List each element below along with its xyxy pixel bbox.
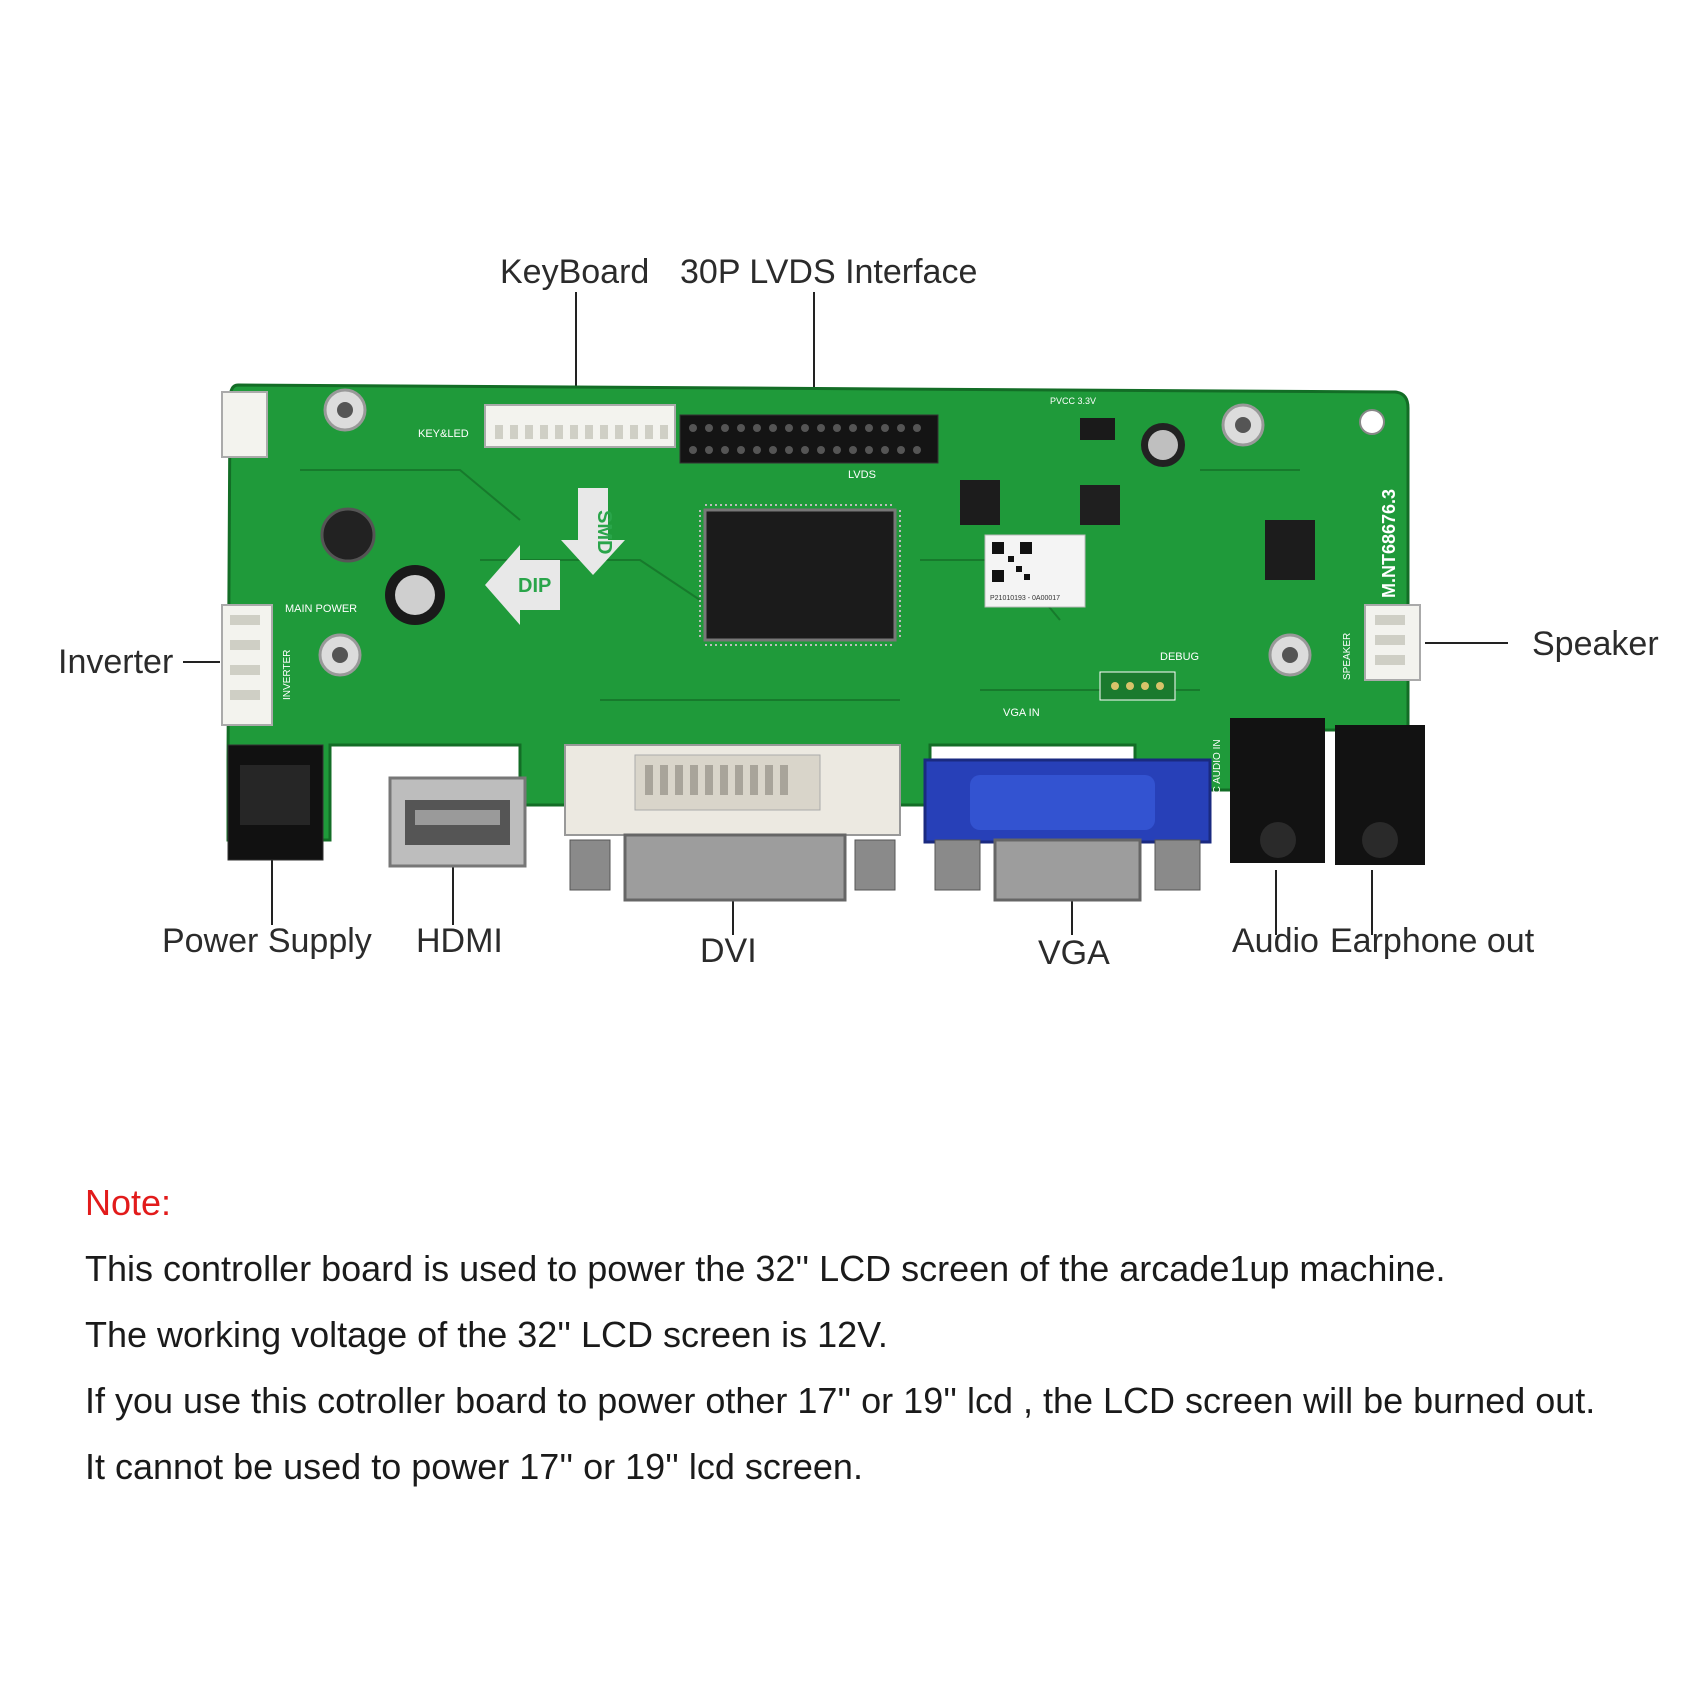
smd-arrow	[561, 488, 625, 575]
label-dvi: DVI	[700, 932, 757, 970]
note-block: Note: This controller board is used to p…	[85, 1170, 1595, 1500]
note-line-4: It cannot be used to power 17'' or 19'' …	[85, 1446, 863, 1487]
silk-debug: DEBUG	[1160, 651, 1199, 663]
chip-leads	[699, 504, 901, 646]
label-vga: VGA	[1038, 934, 1110, 972]
ir-connector	[221, 391, 268, 458]
label-lvds-interface: 30P LVDS Interface	[680, 253, 978, 291]
inductor-left	[320, 507, 376, 563]
silk-dip: DIP	[518, 575, 551, 597]
silk-main-power: MAIN POWER	[285, 603, 357, 615]
pvcc-header	[1080, 418, 1115, 440]
lvds-header	[679, 414, 939, 464]
silk-model: M.NT68676.3	[1379, 489, 1399, 598]
label-inverter: Inverter	[58, 643, 174, 681]
dip-arrow	[485, 545, 560, 625]
capacitor-left-top	[395, 575, 435, 615]
label-speaker: Speaker	[1532, 625, 1659, 663]
silk-qr-serial: P21010193 - 0A00017	[990, 595, 1060, 602]
silk-lvds: LVDS	[848, 469, 876, 481]
label-earphone-out: Earphone out	[1330, 922, 1535, 960]
ic-right	[1265, 520, 1315, 580]
mounting-holes	[318, 388, 1385, 677]
main-chip	[703, 508, 897, 642]
label-power-supply: Power Supply	[162, 922, 372, 960]
note-line-1: This controller board is used to power t…	[85, 1248, 1446, 1289]
lvds-pins	[689, 424, 921, 454]
qr-code	[992, 542, 1032, 582]
label-hdmi: HDMI	[416, 922, 503, 960]
inductor-right	[1080, 485, 1120, 525]
silk-smd: SMD	[593, 510, 615, 554]
silk-vga-in: VGA IN	[1003, 707, 1040, 719]
label-audio: Audio	[1232, 922, 1319, 960]
silk-inverter: INVERTER	[282, 650, 293, 700]
note-line-2: The working voltage of the 32'' LCD scre…	[85, 1314, 888, 1355]
keyboard-pins	[495, 425, 668, 439]
silk-speaker: SPEAKER	[1342, 633, 1353, 680]
label-keyboard: KeyBoard	[500, 253, 650, 291]
ic-middle	[960, 480, 1000, 525]
note-line-3: If you use this cotroller board to power…	[85, 1380, 1596, 1421]
silk-pc-audio-in: PC AUDIO IN	[1212, 739, 1223, 800]
silk-pvcc: PVCC 3.3V	[1050, 396, 1096, 406]
note-title: Note:	[85, 1182, 172, 1223]
silk-key-led: KEY&LED	[418, 428, 469, 440]
